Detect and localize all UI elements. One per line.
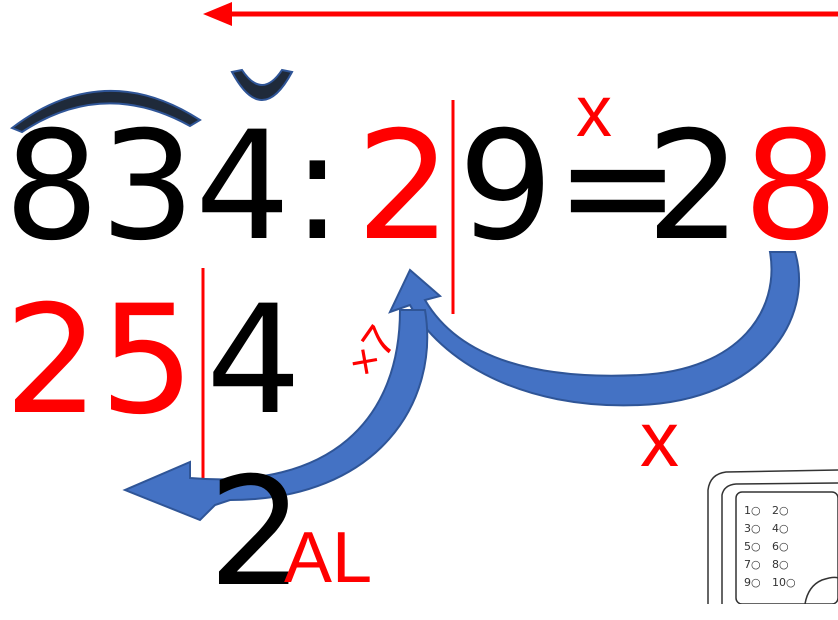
svg-text:1○: 1○: [744, 504, 761, 517]
keypad-illustration-icon: 1○ 2○ 3○ 4○ 5○ 6○ 7○ 8○ 9○ 10○: [707, 469, 838, 604]
x-mark-bottom: x: [640, 395, 679, 483]
svg-text:6○: 6○: [772, 540, 789, 553]
left-arrow-icon: [203, 2, 838, 26]
curved-arrow-left-icon: [122, 309, 429, 522]
svg-text:3○: 3○: [744, 522, 761, 535]
second-row-red-number: 25: [4, 274, 195, 448]
breve-mark-icon: [230, 68, 294, 101]
equals-sign: =: [555, 100, 681, 274]
second-row-digit-4: 4: [206, 274, 302, 448]
svg-text:2○: 2○: [772, 504, 789, 517]
digit-8: 8: [4, 100, 100, 274]
svg-text:8○: 8○: [772, 558, 789, 571]
digit-4: 4: [195, 100, 291, 274]
curved-arrow-right-icon: [388, 251, 800, 407]
svg-text:7○: 7○: [744, 558, 761, 571]
svg-text:10○: 10○: [772, 576, 796, 589]
svg-text:9○: 9○: [744, 576, 761, 589]
svg-text:4○: 4○: [772, 522, 789, 535]
al-suffix: AL: [284, 518, 373, 598]
digit-3: 3: [100, 100, 196, 274]
divisor-digit: 2: [356, 100, 452, 274]
breve-arc-icon: [9, 89, 202, 134]
digit-9: 9: [458, 100, 554, 274]
x-mark-top: x: [576, 72, 612, 152]
result-digit-8: 8: [743, 100, 838, 274]
third-row-digit-2: 2: [208, 446, 304, 620]
division-lines: [201, 100, 455, 480]
result-digit-2: 2: [646, 100, 742, 274]
colon: :: [292, 100, 343, 274]
svg-text:5○: 5○: [744, 540, 761, 553]
